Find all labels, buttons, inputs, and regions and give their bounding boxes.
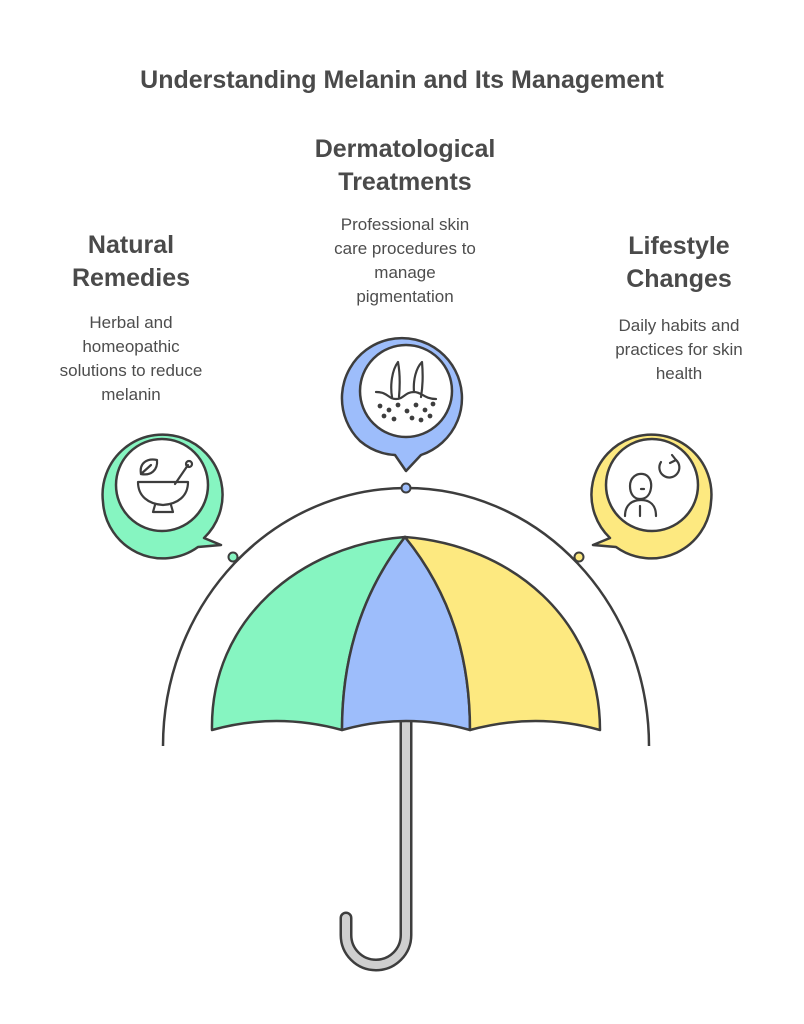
lifestyle-changes-badge — [591, 435, 711, 559]
arc-dot-lifestyle — [575, 553, 584, 562]
natural-remedies-badge — [103, 435, 223, 559]
dermatological-treatments-badge — [342, 338, 462, 471]
umbrella-handle — [346, 720, 406, 965]
arc-dot-natural — [229, 553, 238, 562]
arc-dot-derm — [402, 484, 411, 493]
